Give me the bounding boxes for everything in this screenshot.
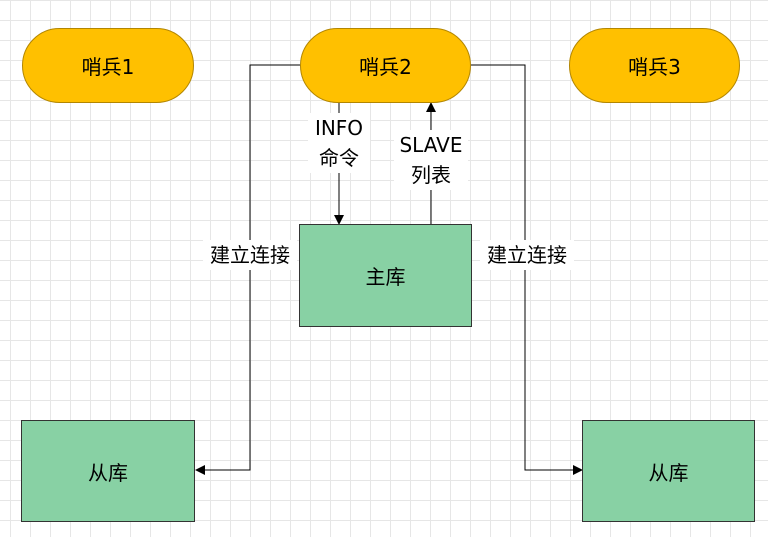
sentinel-3-label: 哨兵3: [628, 55, 681, 79]
master-node: 主库: [299, 224, 472, 327]
edge-label-slave-line2: 列表: [411, 163, 451, 187]
master-label: 主库: [365, 265, 406, 289]
sentinel-2-label: 哨兵2: [359, 55, 412, 79]
replica-right-label: 从库: [648, 460, 689, 485]
edge-label-connect-right: 建立连接: [480, 240, 574, 270]
sentinel-1-label: 哨兵1: [81, 55, 135, 79]
edge-label-connect-left: 建立连接: [203, 240, 297, 270]
edge-label-info-line2: 命令: [319, 146, 359, 170]
replica-right-node: 从库: [582, 420, 755, 522]
edge-label-slave: SLAVE 列表: [394, 130, 468, 190]
edge-label-info-line1: INFO: [314, 116, 364, 140]
edge-label-slave-line1: SLAVE: [399, 133, 463, 157]
edge-label-info: INFO 命令: [308, 113, 370, 173]
sentinel-2-node: 哨兵2: [300, 28, 471, 103]
replica-left-node: 从库: [21, 420, 195, 522]
sentinel-1-node: 哨兵1: [22, 28, 194, 103]
sentinel-3-node: 哨兵3: [569, 28, 740, 103]
replica-left-label: 从库: [88, 460, 128, 485]
